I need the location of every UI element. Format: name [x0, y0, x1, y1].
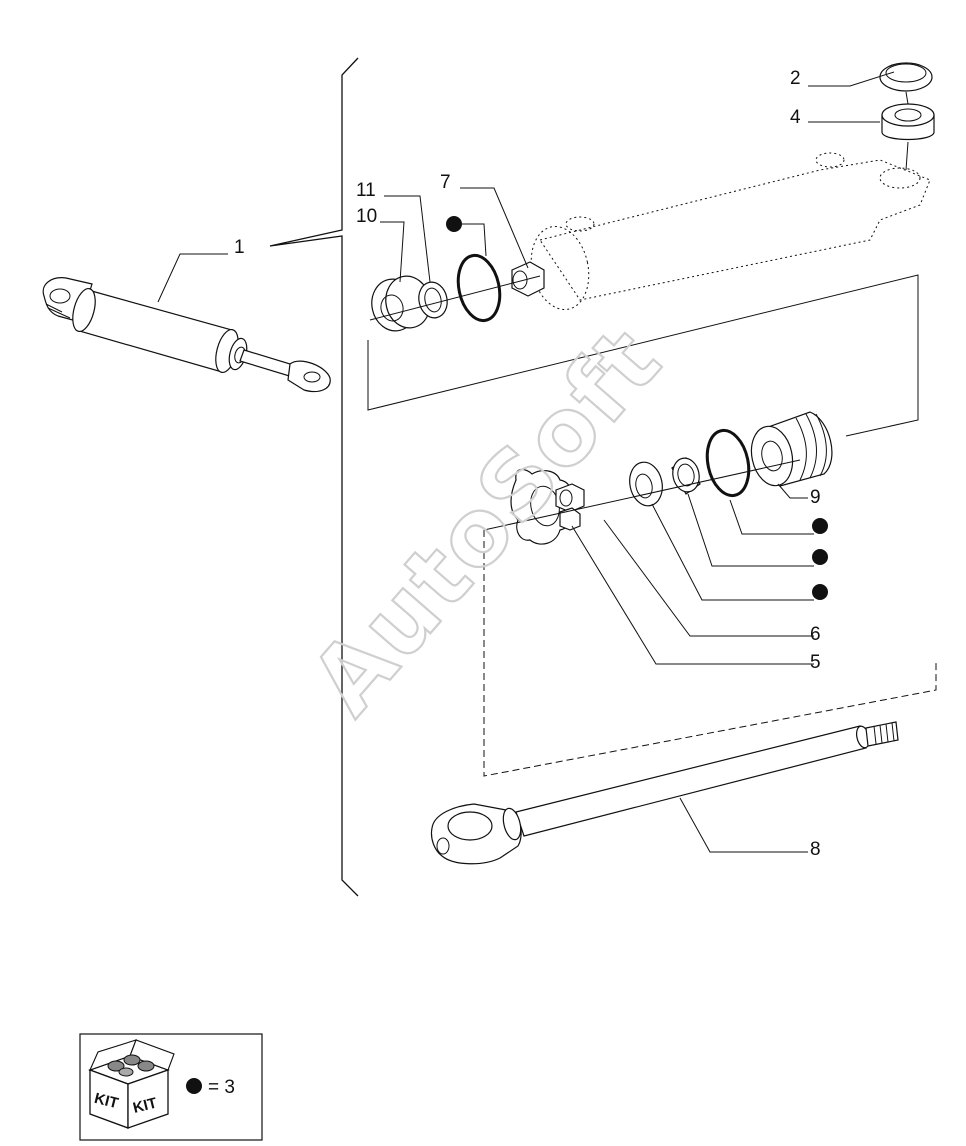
kit-bullet-icon	[812, 549, 828, 565]
kit-bullets	[446, 216, 828, 600]
kit-bullet-icon	[446, 216, 462, 232]
kit-legend: KIT KIT = 3	[79, 1033, 263, 1141]
callout-11: 11	[356, 180, 376, 201]
kit-label-right: KIT	[131, 1095, 159, 1117]
ring-11	[418, 281, 448, 319]
bushing	[881, 103, 935, 141]
nut-lower	[555, 483, 585, 531]
callout-5: 5	[810, 652, 821, 673]
callout-7: 7	[440, 172, 451, 193]
kit-quantity-text: = 3	[208, 1077, 235, 1098]
connector-frame	[367, 274, 919, 437]
upper-barrel-phantom	[530, 152, 931, 310]
callout-9: 9	[810, 487, 821, 508]
leader-lines	[157, 71, 895, 853]
callout-6: 6	[810, 624, 821, 645]
kit-bullet-icon	[812, 518, 828, 534]
o-ring-upper	[456, 253, 502, 323]
callout-labels: 1 2 4 7 11 10 9 6 5 8	[234, 68, 821, 860]
assembled-cylinder	[42, 277, 331, 393]
watermark: AutoSoft	[290, 306, 684, 736]
piston-rod-8	[430, 721, 899, 865]
snap-ring	[879, 62, 933, 92]
kit-bullet-icon	[812, 584, 828, 600]
separator-line	[269, 57, 359, 897]
ring-lower	[671, 457, 701, 495]
kit-label-left: KIT	[92, 1090, 120, 1112]
callout-2: 2	[790, 68, 801, 89]
callout-1: 1	[234, 237, 245, 258]
piston-9	[750, 411, 833, 487]
watermark-text: AutoSoft	[291, 307, 682, 734]
callout-4: 4	[790, 107, 801, 128]
kit-box-icon: KIT KIT	[88, 1039, 175, 1129]
gland-10	[371, 275, 431, 332]
o-ring-lower	[705, 428, 751, 498]
callout-8: 8	[810, 839, 821, 860]
callout-10: 10	[356, 206, 377, 227]
seal-6	[629, 461, 663, 507]
kit-bullet-icon	[186, 1078, 202, 1094]
